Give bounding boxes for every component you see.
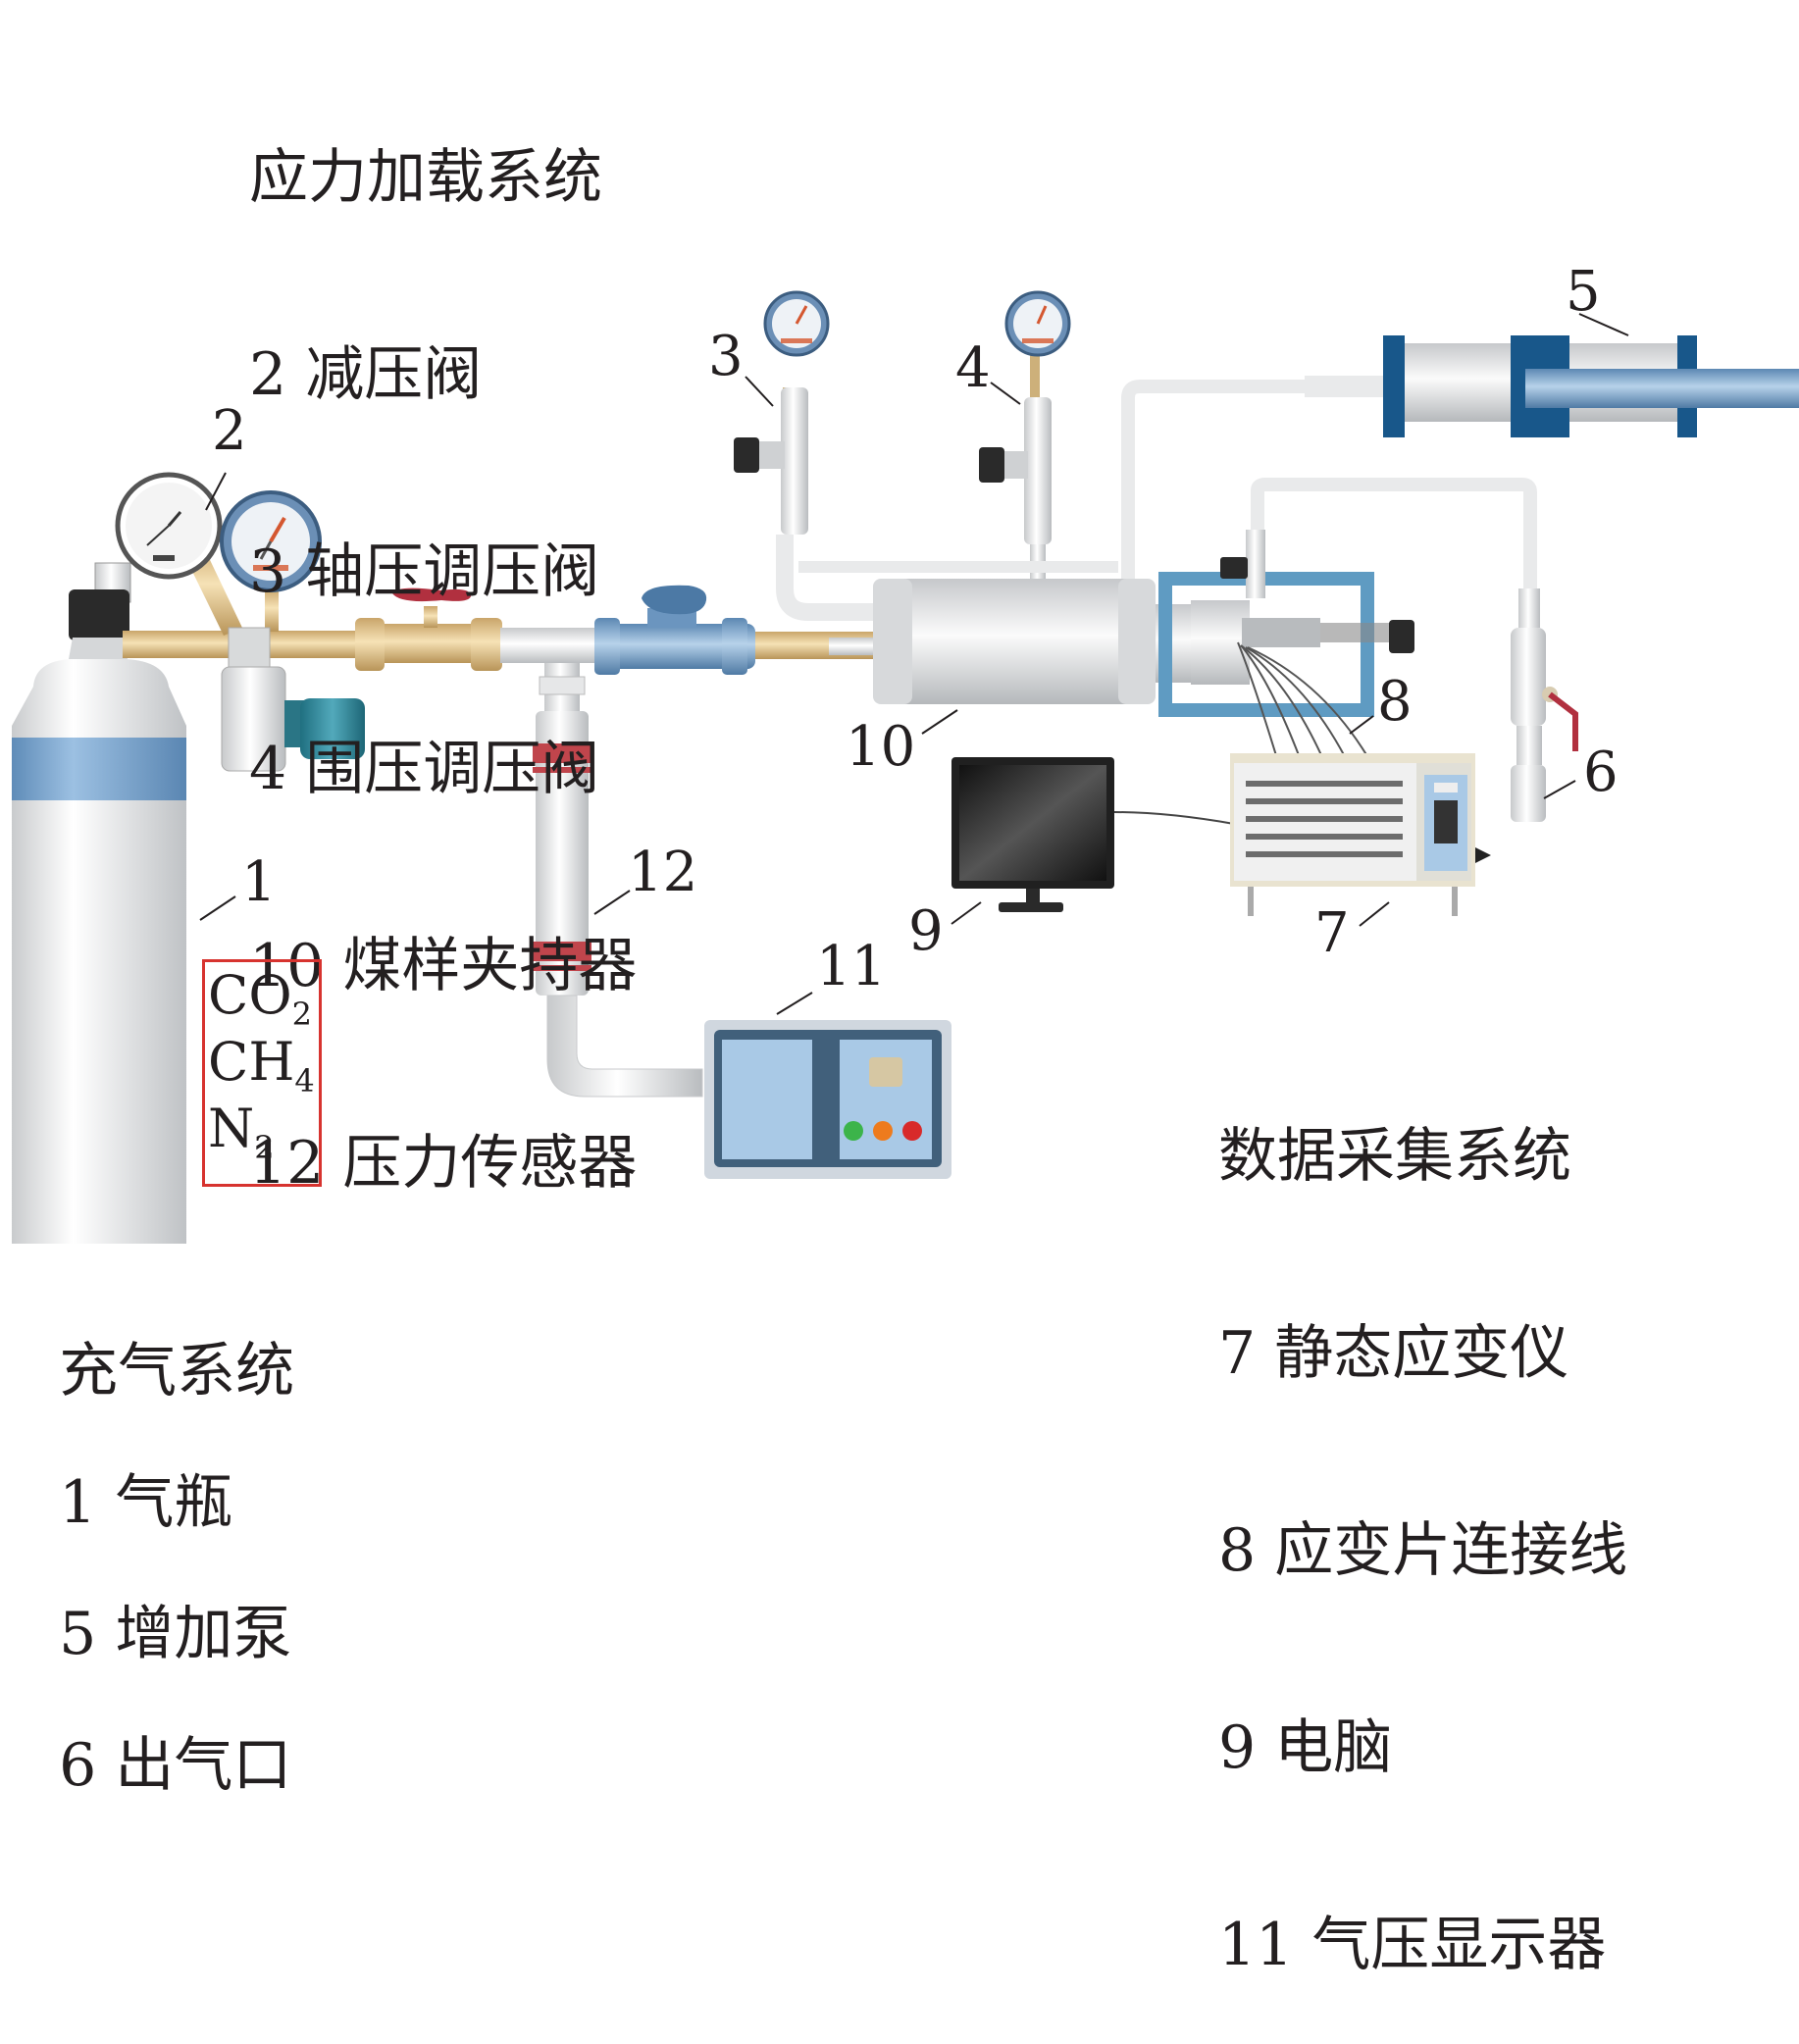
leader-lines [199, 313, 1629, 1015]
callout-10: 10 [846, 715, 916, 779]
gas-subscript: 4 [294, 1061, 315, 1099]
legend-item: 7 静态应变仪 [1218, 1319, 1569, 1388]
gas-composition-box [202, 959, 322, 1187]
legend-item: 11 气压显示器 [1218, 1911, 1607, 1979]
legend-item: 6 出气口 [59, 1731, 292, 1800]
legend-item: 3 轴压调压阀 [249, 537, 600, 606]
legend-item: 5 增加泵 [59, 1600, 292, 1668]
pressure-gauge-icon [115, 472, 223, 580]
callout-12: 12 [628, 841, 698, 904]
pump-icon [1305, 335, 1799, 437]
callout-5: 5 [1566, 260, 1601, 324]
confining-pressure-valve-icon [979, 290, 1071, 584]
strain-meter-icon [1230, 753, 1491, 916]
gas-cylinder-icon [12, 562, 186, 1244]
gas-subscript: 2 [254, 1128, 275, 1166]
legend-item: 1 气瓶 [59, 1468, 233, 1537]
gas-n2: N2 [208, 1102, 275, 1174]
gas-subscript: 2 [291, 995, 312, 1033]
legend-item: 10 煤样夹持器 [249, 932, 638, 1000]
callout-6: 6 [1583, 741, 1619, 804]
legend-title: 应力加载系统 [249, 143, 602, 212]
callout-11: 11 [816, 935, 887, 998]
monitor-icon [951, 757, 1235, 912]
pressure-gauge-icon [220, 490, 322, 592]
legend-gas-system: 充气系统 1 气瓶 5 增加泵 6 出气口 [22, 1273, 294, 1799]
pressure-display-icon [704, 1020, 951, 1179]
pressure-sensor-icon [533, 711, 703, 1098]
coal-sample-holder-icon [873, 478, 1537, 717]
callout-9: 9 [908, 899, 944, 963]
legend-data-system: 数据采集系统 7 静态应变仪 8 应变片连接线 9 电脑 11 气压显示器 [1218, 993, 1627, 2044]
gas-co2: CO2 [208, 969, 312, 1041]
experimental-setup-diagram [12, 290, 1799, 1244]
legend-item: 4 围压调压阀 [249, 735, 600, 803]
callout-4: 4 [955, 336, 991, 400]
valve-icon [594, 585, 755, 675]
callout-2: 2 [212, 399, 247, 463]
callout-1: 1 [241, 850, 277, 914]
outlet-valve-icon [1511, 588, 1578, 822]
legend-title: 数据采集系统 [1218, 1122, 1571, 1191]
gas-formula: CO [208, 964, 292, 1026]
axial-pressure-valve-icon [734, 290, 883, 621]
gas-ch4: CH4 [208, 1036, 315, 1107]
legend-item: 2 减压阀 [249, 340, 483, 409]
legend-item: 9 电脑 [1218, 1713, 1393, 1782]
gas-formula: CH [208, 1031, 295, 1093]
valve-icon [392, 588, 471, 602]
callout-8: 8 [1377, 670, 1413, 734]
callout-3: 3 [708, 325, 744, 388]
callout-7: 7 [1314, 901, 1350, 965]
gas-formula: N [208, 1098, 255, 1159]
pressure-regulator-icon [123, 541, 368, 772]
legend-title: 充气系统 [59, 1337, 295, 1405]
legend-item: 8 应变片连接线 [1218, 1516, 1628, 1585]
